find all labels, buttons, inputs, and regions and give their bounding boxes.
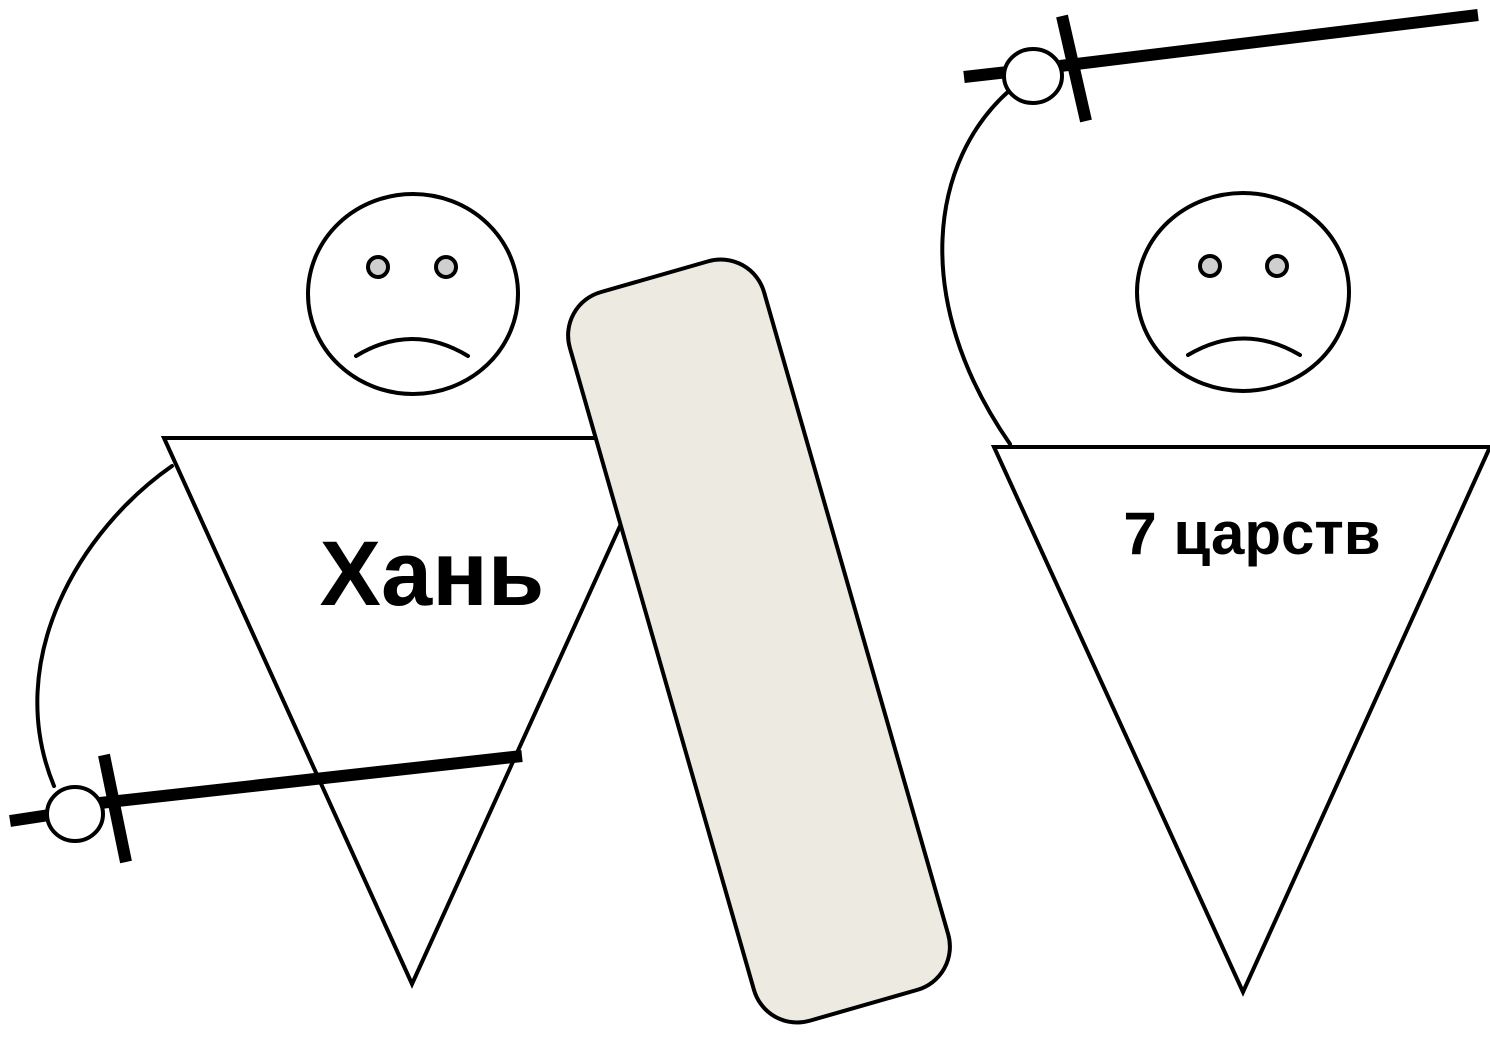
left-figure-left-eye — [366, 255, 390, 279]
right-figure-head — [1135, 191, 1351, 393]
right-figure-body — [990, 445, 1490, 997]
right-sword-blade — [1059, 9, 1479, 72]
left-sword-blade — [99, 750, 523, 809]
right-sword-pommel — [963, 66, 1009, 83]
right-figure-left-eye — [1198, 254, 1222, 278]
left-figure: Хань — [9, 192, 664, 989]
left-figure-frown — [354, 337, 470, 358]
left-figure-head — [306, 192, 520, 396]
left-figure-arm — [35, 464, 174, 788]
right-sword-guard — [1056, 14, 1092, 123]
left-figure-body — [160, 436, 664, 989]
left-sword-guard — [98, 753, 132, 864]
right-figure-right-eye — [1265, 254, 1289, 278]
left-sword-hilt-ring — [45, 785, 105, 843]
right-figure-frown — [1186, 336, 1302, 357]
barrier-slab — [566, 257, 952, 1025]
left-figure-label: Хань — [320, 523, 545, 625]
barrier — [566, 257, 952, 1025]
right-figure-arm — [940, 88, 1012, 446]
right-figure-face — [1135, 191, 1351, 393]
right-figure: 7 царств — [940, 9, 1490, 997]
right-sword-hilt-ring — [1002, 47, 1064, 105]
left-figure-right-eye — [434, 255, 458, 279]
left-figure-face — [306, 192, 520, 396]
left-figure-sword — [9, 750, 523, 864]
right-figure-sword — [963, 9, 1479, 123]
right-figure-label: 7 царств — [1123, 500, 1380, 567]
